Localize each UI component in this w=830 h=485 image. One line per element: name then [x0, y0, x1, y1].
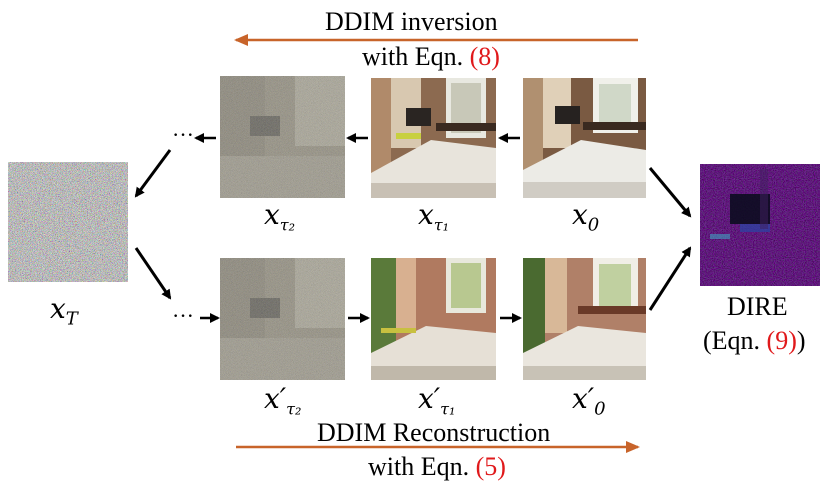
reconstruction-eqn-ref: (5)	[475, 452, 506, 481]
dire-eqn-suffix: )	[796, 326, 806, 355]
label-x-tau2-prime-main: x′	[264, 382, 287, 415]
label-x-tau1: xτ₁	[418, 198, 449, 235]
label-xT-sub: T	[65, 308, 78, 330]
label-x-tau2-prime-sub: τ₂	[286, 399, 302, 419]
noisy-image-x-tau2	[220, 76, 345, 198]
label-x-tau2: xτ₂	[264, 198, 295, 235]
label-x0-prime-main: x′	[572, 382, 595, 415]
reconstruction-label-line1: DDIM Reconstruction	[317, 418, 551, 447]
label-x0-sub: 0	[587, 214, 600, 236]
inversion-label-prefix: with Eqn.	[362, 42, 470, 71]
noisy-image-x-tau2-prime	[220, 258, 345, 380]
bedroom-image-x-tau1-prime	[371, 258, 496, 380]
label-xT: xT	[50, 292, 78, 330]
reconstruction-label-prefix: with Eqn.	[368, 452, 476, 481]
label-x-tau1-prime-sub: τ₁	[440, 399, 456, 419]
bedroom-image-x0-prime	[523, 258, 646, 380]
ellipsis-bottom: ···	[172, 303, 194, 328]
inversion-label-line2: with Eqn. (8)	[362, 42, 500, 72]
label-x0-prime-sub: 0	[594, 398, 606, 420]
label-x-tau2-prime: x′τ₂	[264, 382, 301, 419]
dire-image	[700, 164, 820, 286]
inversion-eqn-ref: (8)	[469, 42, 500, 71]
label-x0-prime: x′0	[572, 382, 606, 420]
reconstruction-label-line2: with Eqn. (5)	[368, 452, 506, 482]
noise-image-xT	[8, 162, 128, 282]
ellipsis-top: ···	[172, 122, 194, 147]
label-x-tau1-main: x	[418, 198, 434, 231]
dire-eqn: (Eqn. (9))	[703, 326, 806, 356]
bedroom-image-x0	[523, 78, 646, 198]
label-x0-main: x	[572, 198, 588, 231]
label-xT-main: x	[50, 292, 66, 325]
label-x-tau1-sub: τ₁	[433, 215, 450, 235]
label-x-tau2-main: x	[264, 198, 280, 231]
dire-title: DIRE	[727, 292, 788, 321]
bedroom-image-x-tau1	[371, 78, 496, 198]
label-x-tau1-prime: x′τ₁	[418, 382, 455, 419]
label-x0: x0	[572, 198, 599, 236]
inversion-label-line1: DDIM inversion	[325, 7, 498, 36]
label-x-tau1-prime-main: x′	[418, 382, 441, 415]
label-x-tau2-sub: τ₂	[279, 215, 296, 235]
dire-eqn-ref: (9)	[766, 326, 797, 355]
dire-eqn-prefix: (Eqn.	[703, 326, 767, 355]
